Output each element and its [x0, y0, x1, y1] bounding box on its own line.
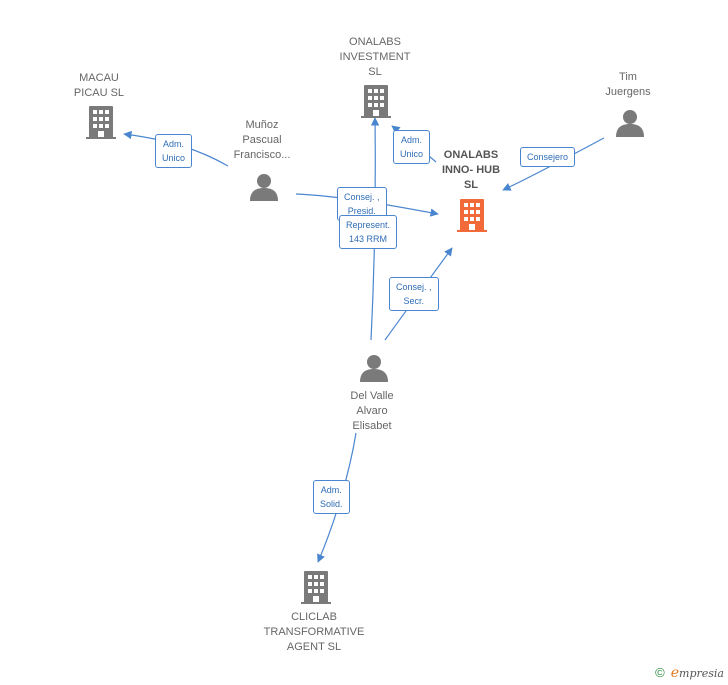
- cliclab-building-icon[interactable]: [301, 571, 331, 604]
- cliclab-label-line: AGENT SL: [286, 641, 342, 653]
- edge-label-adm-solid[interactable]: Adm. Solid.: [313, 480, 350, 514]
- tim-label-line: Juergens: [605, 86, 651, 98]
- edge-label-consej-secr[interactable]: Consej. , Secr.: [389, 277, 439, 311]
- edges: [123, 117, 605, 563]
- onalabs-inno-label-line: SL: [463, 179, 479, 191]
- delvalle-label-line: Elisabet: [352, 420, 392, 432]
- tim-label-line: Tim: [619, 71, 637, 83]
- macau-label-line: MACAU: [79, 72, 119, 84]
- munoz-label[interactable]: Muñoz Pascual Francisco...: [214, 118, 310, 163]
- munoz-label-line: Muñoz: [245, 119, 279, 131]
- onalabs-investment-label-line: SL: [368, 66, 382, 78]
- edge-label-line: Consej. ,: [396, 282, 432, 292]
- cliclab-label-line: CLICLAB: [291, 611, 337, 623]
- edge-label-line: Adm.: [163, 139, 185, 149]
- onalabs-investment-label-line: INVESTMENT: [339, 51, 411, 63]
- edge-label-line: Adm.: [401, 135, 423, 145]
- edge-label-consejero[interactable]: Consejero: [520, 147, 576, 167]
- munoz-person-icon[interactable]: [250, 174, 278, 201]
- onalabs-inno-label-line: ONALABS: [443, 149, 499, 161]
- edge-label-adm-unico-investment[interactable]: Adm. Unico: [393, 130, 431, 164]
- onalabs-investment-label[interactable]: ONALABS INVESTMENT SL: [320, 35, 430, 80]
- onalabs-inno-building-icon[interactable]: [457, 199, 487, 232]
- delvalle-label-line: Alvaro: [356, 405, 388, 417]
- brand-logo-initial: e: [670, 665, 680, 681]
- edge-label-adm-unico-macau[interactable]: Adm. Unico: [155, 134, 193, 168]
- edge-label-line: Consej. ,: [344, 192, 380, 202]
- macau-label-line: PICAU SL: [73, 87, 125, 99]
- brand-logo-text: mpresia: [679, 667, 724, 680]
- tim-person-icon[interactable]: [616, 110, 644, 137]
- edge-label-line: Adm.: [320, 485, 342, 495]
- edge-label-line: Unico: [400, 149, 424, 159]
- onalabs-investment-label-line: ONALABS: [349, 36, 401, 48]
- cliclab-label-line: TRANSFORMATIVE: [263, 626, 365, 638]
- footer-brand: © empresia: [655, 665, 724, 681]
- copyright-symbol: ©: [655, 665, 665, 680]
- onalabs-inno-label[interactable]: ONALABS INNO- HUB SL: [426, 148, 516, 193]
- edge-label-represent[interactable]: Represent. 143 RRM: [339, 215, 398, 249]
- edge-label-line: Unico: [162, 153, 186, 163]
- edge-label-line: Presid.: [347, 206, 376, 216]
- onalabs-inno-label-line: INNO- HUB: [441, 164, 501, 176]
- edge-label-line: Solid.: [320, 499, 343, 509]
- macau-label[interactable]: MACAU PICAU SL: [52, 71, 146, 101]
- delvalle-label-line: Del Valle: [350, 390, 394, 402]
- edge-label-line: 143 RRM: [349, 234, 388, 244]
- edge-label-line: Consejero: [527, 152, 569, 162]
- cliclab-label[interactable]: CLICLAB TRANSFORMATIVE AGENT SL: [248, 610, 380, 655]
- macau-building-icon[interactable]: [86, 106, 116, 139]
- delvalle-label[interactable]: Del Valle Alvaro Elisabet: [324, 389, 420, 434]
- tim-label[interactable]: Tim Juergens: [588, 70, 668, 100]
- edge-label-line: Secr.: [403, 296, 425, 306]
- delvalle-person-icon[interactable]: [360, 355, 388, 382]
- munoz-label-line: Pascual: [242, 134, 282, 146]
- edge-label-line: Represent.: [346, 220, 391, 230]
- onalabs-investment-building-icon[interactable]: [361, 85, 391, 118]
- munoz-label-line: Francisco...: [233, 149, 291, 161]
